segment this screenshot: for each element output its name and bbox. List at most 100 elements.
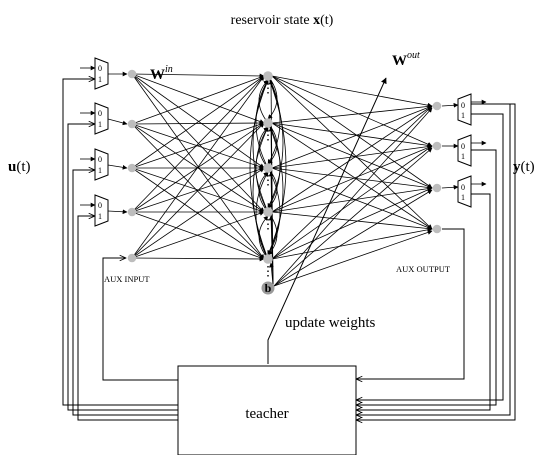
- input-mux: [94, 57, 109, 90]
- bias-to-reservoir-arrow: [269, 262, 274, 286]
- output-to-teacher-wire: [356, 193, 491, 410]
- recurrent-connection-arrow: [267, 75, 287, 256]
- teacher-box: [177, 365, 357, 455]
- input-to-reservoir-arrow: [131, 73, 265, 169]
- input-to-reservoir-arrow: [131, 75, 265, 213]
- aux-output-label: AUX OUTPUT: [396, 264, 451, 274]
- mux-input-1-label: 1: [98, 212, 102, 221]
- reservoir-to-output-arrow: [271, 75, 433, 108]
- w-in-label: Win: [150, 64, 173, 83]
- teacher-to-input-mux-wire: [62, 79, 178, 406]
- input-node: [127, 207, 137, 217]
- connection-layer: [131, 73, 433, 287]
- recurrent-connection-arrow: [255, 126, 269, 213]
- reservoir-to-output-arrow: [271, 104, 433, 124]
- reservoir-to-output-arrow: [271, 75, 433, 147]
- recurrent-connection-arrow: [267, 167, 281, 256]
- recurrent-connection-arrow: [252, 126, 269, 260]
- mux-input-1-label: 1: [461, 111, 465, 120]
- reservoir-node: [263, 71, 273, 81]
- mux-input-1-label: 1: [461, 152, 465, 161]
- output-node: [432, 224, 442, 234]
- teacher-to-aux-input-wire: [102, 258, 178, 381]
- aux-input-label: AUX INPUT: [104, 274, 150, 284]
- reservoir-to-output-arrow: [271, 227, 433, 260]
- teacher-to-input-mux-wire: [67, 124, 178, 411]
- bias-to-output-arrow: [273, 230, 433, 287]
- output-node: [432, 183, 442, 193]
- input-u-label: u(t): [8, 159, 31, 175]
- mux-input-1-label: 1: [98, 120, 102, 129]
- output-mux: [457, 175, 472, 208]
- feedback-wires: [62, 77, 516, 421]
- bias-node: [261, 281, 275, 295]
- reservoir-state-title: reservoir state x(t): [231, 13, 334, 28]
- reservoir-node: [263, 254, 273, 264]
- output-to-mux-arrow: [441, 184, 459, 190]
- reservoir-to-output-arrow: [271, 211, 433, 231]
- mux-out-arrow: [107, 209, 128, 215]
- input-to-reservoir-arrow: [131, 256, 265, 262]
- recurrent-connection-arrow: [252, 79, 269, 213]
- input-mux: [94, 102, 109, 135]
- mux-input-0-label: 0: [98, 109, 102, 118]
- input-node: [127, 163, 137, 173]
- update-weights-label: update weights: [285, 315, 376, 331]
- mux-out-arrow: [107, 118, 128, 126]
- bias-to-output-arrow: [273, 107, 433, 287]
- input-to-reservoir-arrow: [131, 167, 265, 259]
- input-to-reservoir-arrow: [131, 167, 265, 260]
- mux-out-arrow: [107, 164, 128, 170]
- recurrent-connection-arrow: [255, 79, 269, 169]
- mux-input-0-label: 0: [98, 155, 102, 164]
- mux-input-0-label: 0: [461, 142, 465, 151]
- reservoir-to-output-arrow: [271, 105, 433, 213]
- reservoir-to-output-arrow: [271, 167, 433, 190]
- recurrent-connection-arrow: [249, 79, 269, 260]
- reservoir-to-output-arrow: [271, 105, 433, 169]
- reservoir-to-output-arrow: [271, 122, 433, 189]
- mux-input-0-label: 0: [98, 201, 102, 210]
- output-to-teacher-wire: [356, 113, 504, 400]
- input-to-reservoir-arrow: [131, 73, 265, 124]
- teacher-to-input-mux-wire: [72, 170, 178, 416]
- mux-input-1-label: 1: [461, 193, 465, 202]
- input-to-reservoir-arrow: [131, 75, 265, 169]
- mux-input-1-label: 1: [98, 166, 102, 175]
- teacher-label: teacher: [245, 406, 288, 422]
- mux-input-0-label: 0: [98, 64, 102, 73]
- input-node: [127, 119, 137, 129]
- input-to-reservoir-arrow: [131, 211, 265, 259]
- reservoir-to-output-arrow: [271, 187, 433, 260]
- output-y-label: y(t): [513, 159, 535, 175]
- teacher-to-input-mux-wire: [77, 216, 178, 421]
- mux-input-0-label: 0: [461, 183, 465, 192]
- reservoir-node: [263, 163, 273, 173]
- bias-to-output-arrow: [273, 189, 433, 287]
- input-mux: [94, 148, 109, 181]
- reservoir-to-output-arrow: [271, 75, 433, 189]
- output-to-mux-arrow: [441, 102, 459, 108]
- bias-to-output-arrow: [273, 147, 433, 287]
- input-to-reservoir-arrow: [131, 123, 265, 169]
- reservoir-node: [263, 207, 273, 217]
- output-to-teacher-wire: [356, 103, 516, 420]
- recurrent-connection-arrow: [255, 171, 269, 260]
- reservoir-to-output-arrow: [271, 144, 433, 169]
- update-weights-arrow: [267, 77, 387, 364]
- output-mux: [457, 93, 472, 126]
- input-to-reservoir-arrow: [131, 73, 265, 213]
- mux-input-1-label: 1: [98, 75, 102, 84]
- bias-label: b: [265, 281, 272, 295]
- input-to-reservoir-arrow: [131, 122, 265, 169]
- input-to-reservoir-arrow: [131, 123, 265, 260]
- input-to-reservoir-arrow: [131, 75, 265, 125]
- reservoir-node: [263, 118, 273, 128]
- aux-output-to-teacher-wire: [356, 228, 465, 379]
- input-to-reservoir-arrow: [131, 120, 265, 126]
- output-mux: [457, 134, 472, 167]
- mux-input-0-label: 0: [461, 101, 465, 110]
- reservoir-to-output-arrow: [271, 122, 433, 148]
- reservoir-to-output-arrow: [271, 145, 433, 213]
